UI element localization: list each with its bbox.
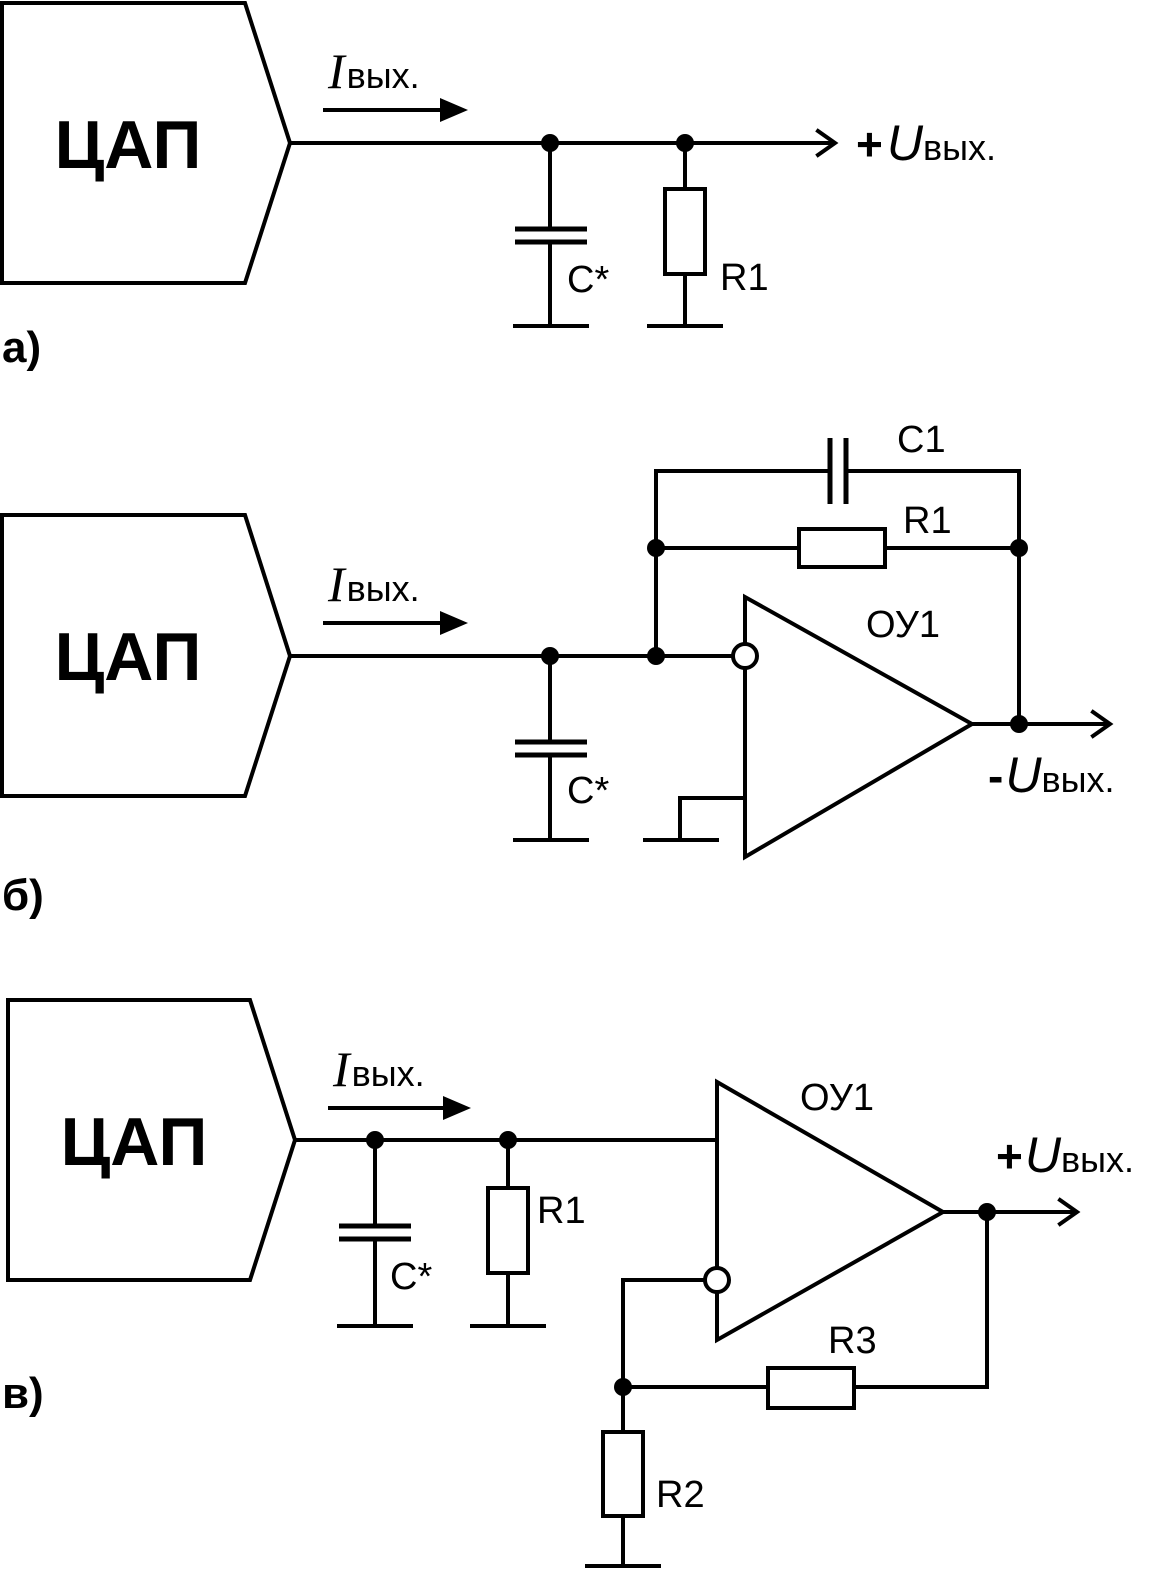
inverting-input-c — [703, 1266, 731, 1294]
junction-dot-a2 — [676, 134, 694, 152]
resistor-r1-b — [797, 527, 887, 569]
dac-block-c — [6, 998, 298, 1282]
dac-label-c: ЦАП — [61, 1104, 208, 1180]
output-label-c: +Uвых. — [996, 1127, 1134, 1183]
current-label-b: Iвых. — [327, 556, 420, 612]
current-arrowhead-a — [440, 98, 468, 122]
diagram-c: ЦАП Iвых. C* R1 ОУ1 R3 — [2, 998, 1134, 1568]
part-label-b: б) — [2, 871, 44, 920]
output-label-b: -Uвых. — [988, 747, 1114, 803]
current-label-a: Iвых. — [327, 43, 420, 99]
junction-dot-c3 — [978, 1203, 996, 1221]
res-label-c: R1 — [537, 1190, 586, 1232]
junction-dot-b3 — [647, 539, 665, 557]
junction-dot-b2 — [647, 647, 665, 665]
opamp-c — [715, 1078, 948, 1344]
inv-input-wire-c — [621, 1278, 707, 1389]
junction-dot-b4 — [1010, 539, 1028, 557]
part-label-a: а) — [2, 323, 41, 372]
dac-block-b — [0, 513, 293, 798]
inverting-input-b — [731, 642, 759, 670]
cap-label-b: C* — [567, 770, 609, 812]
cap-label-c: C* — [390, 1256, 432, 1298]
resistor-r1-c — [486, 1186, 530, 1275]
opamp-label-b: ОУ1 — [866, 604, 940, 646]
output-label-a: +Uвых. — [856, 115, 996, 171]
junction-dot-c4 — [614, 1378, 632, 1396]
c1-label-b: C1 — [897, 419, 946, 461]
junction-dot-a1 — [541, 134, 559, 152]
diagram-a: ЦАП Iвых. C* R1 +Uвых. а) — [0, 0, 996, 372]
r3-label-c: R3 — [828, 1320, 877, 1362]
dac-label-a: ЦАП — [55, 107, 202, 183]
res-label-a: R1 — [720, 257, 769, 299]
current-arrowhead-c — [443, 1096, 471, 1120]
output-arrow-b — [1090, 709, 1114, 739]
resistor-r1-a — [663, 187, 707, 276]
opamp-b — [743, 593, 977, 861]
part-label-c: в) — [2, 1369, 44, 1418]
resistor-r2-c — [601, 1430, 645, 1518]
output-arrow-a — [815, 128, 839, 158]
current-arrowhead-b — [440, 611, 468, 635]
junction-dot-b1 — [541, 647, 559, 665]
cap-label-a: C* — [567, 259, 609, 301]
dac-label-b: ЦАП — [55, 619, 202, 695]
opamp-label-c: ОУ1 — [800, 1077, 874, 1119]
junction-dot-b5 — [1010, 715, 1028, 733]
junction-dot-c2 — [499, 1131, 517, 1149]
r1-label-b: R1 — [903, 500, 952, 542]
diagram-b: ЦАП Iвых. C* C1 R1 ОУ1 — [0, 419, 1114, 920]
junction-dot-c1 — [366, 1131, 384, 1149]
noninv-wire-b — [678, 796, 747, 842]
r3-wire-right-c — [852, 1210, 989, 1389]
resistor-r3-c — [766, 1366, 856, 1410]
r2-label-c: R2 — [656, 1474, 705, 1516]
current-label-c: Iвых. — [332, 1041, 425, 1097]
output-arrow-c — [1057, 1197, 1081, 1227]
dac-block-a — [0, 0, 293, 285]
